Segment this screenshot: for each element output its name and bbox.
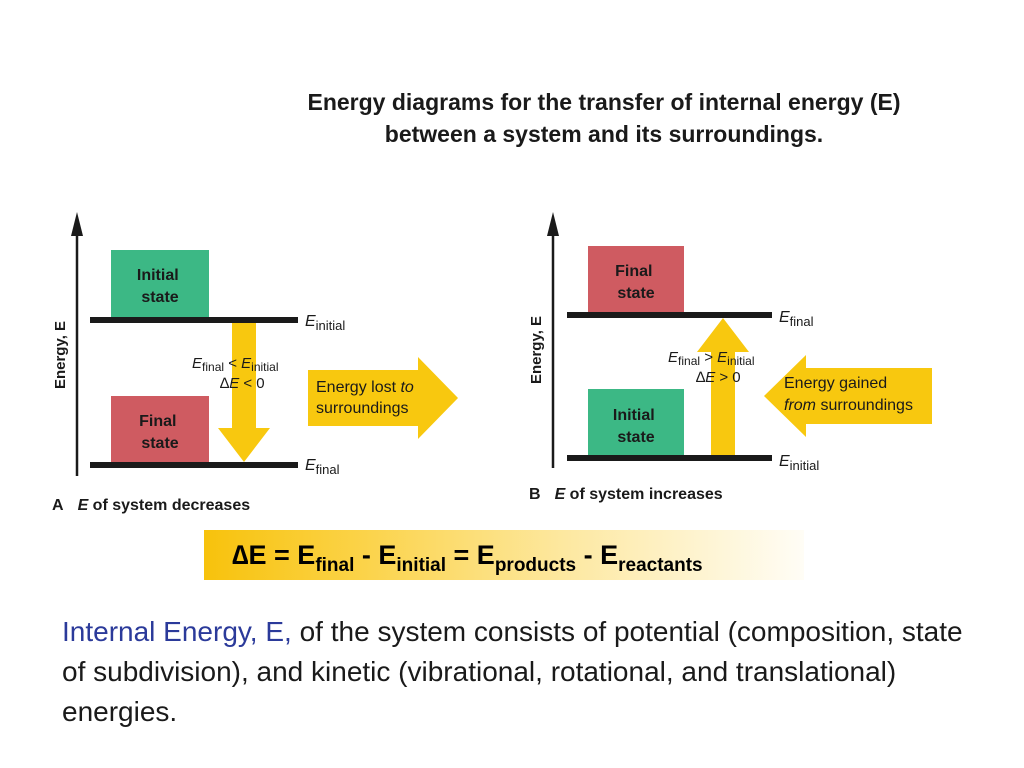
panel-b-final-line-2: state	[617, 285, 654, 302]
panel-b-arrow-text-1: Energy gained	[784, 375, 887, 392]
panel-a-level-top-label: Einitial	[305, 313, 345, 333]
panel-a-arrow-text-1: Energy lost to	[316, 379, 414, 396]
panel-b-axis-label: Energy, E	[528, 316, 545, 384]
panel-b-final-state-label: Final state	[615, 263, 657, 302]
formula-highlight-bar	[204, 530, 804, 580]
panel-b-relation-1: Efinal > Einitial	[668, 349, 755, 368]
energy-diagrams: Energy, E Initial state Final state Eini…	[52, 212, 932, 514]
panel-b-initial-line-2: state	[617, 429, 654, 446]
formula-sub-4: reactants	[618, 555, 703, 576]
formula-part-1: E = E	[248, 540, 316, 570]
panel-a-final-line-1: Final	[139, 413, 176, 430]
panel-a-level-bottom-label: Efinal	[305, 457, 340, 477]
internal-energy-description: of the system consists of potential (com…	[62, 616, 963, 727]
panel-a-down-arrow	[218, 323, 270, 462]
panel-a-initial-line-2: state	[141, 289, 178, 306]
formula-part-2: - E	[354, 540, 397, 570]
panel-a-axis-arrowhead	[71, 212, 83, 236]
internal-energy-paragraph: Internal Energy, E, of the system consis…	[62, 612, 982, 732]
panel-b-axis-arrowhead	[547, 212, 559, 236]
panel-b-initial-state-label: Initial state	[613, 407, 659, 446]
panel-b-final-state-box	[588, 246, 684, 314]
panel-a-final-state-box	[111, 396, 209, 464]
formula-sub-2: initial	[396, 555, 447, 576]
panel-b-up-arrow	[697, 318, 749, 455]
panel-b: Energy, E Final state Initial state Efin…	[528, 212, 932, 503]
panel-a-initial-line-1: Initial	[137, 267, 179, 284]
panel-b-level-bottom-label: Einitial	[779, 453, 819, 473]
panel-a-axis-label: Energy, E	[52, 321, 69, 389]
panel-b-level-top-label: Efinal	[779, 309, 814, 329]
panel-a-arrow-text-2: surroundings	[316, 400, 409, 417]
title-line-2: between a system and its surroundings.	[384, 121, 824, 147]
slide-title: Energy diagrams for the transfer of inte…	[200, 86, 1008, 150]
panel-a-initial-state-box	[111, 250, 209, 318]
formula-part-3: = E	[446, 540, 495, 570]
panel-b-initial-line-1: Initial	[613, 407, 655, 424]
panel-b-arrow-text-2: from surroundings	[784, 397, 913, 414]
panel-a-final-line-2: state	[141, 435, 178, 452]
panel-b-relation-2: ∆E > 0	[696, 369, 741, 386]
energy-change-formula: ∆E = Efinal - Einitial = Eproducts - Ere…	[232, 537, 703, 576]
panel-a-initial-level-line	[90, 317, 298, 323]
panel-a-initial-state-label: Initial state	[137, 267, 183, 306]
panel-a-final-level-line	[90, 462, 298, 468]
formula-sub-3: products	[494, 555, 577, 576]
panel-a-energy-lost-arrow	[308, 357, 458, 439]
formula-delta: ∆	[232, 540, 249, 570]
panel-b-final-level-line	[567, 312, 772, 318]
panel-b-energy-gained-arrow	[764, 355, 932, 437]
panel-b-initial-state-box	[588, 389, 684, 457]
panel-a-final-state-label: Final state	[139, 413, 181, 452]
panel-b-final-line-1: Final	[615, 263, 652, 280]
panel-a: Energy, E Initial state Final state Eini…	[52, 212, 458, 514]
panel-b-initial-level-line	[567, 455, 772, 461]
formula-part-4: - E	[576, 540, 619, 570]
internal-energy-term: Internal Energy, E,	[62, 616, 292, 647]
panel-a-relation-2: ∆E < 0	[220, 375, 265, 392]
panel-a-relation-1: Efinal < Einitial	[192, 355, 279, 374]
formula-sub-1: final	[315, 555, 355, 576]
title-line-1: Energy diagrams for the transfer of inte…	[307, 89, 901, 115]
